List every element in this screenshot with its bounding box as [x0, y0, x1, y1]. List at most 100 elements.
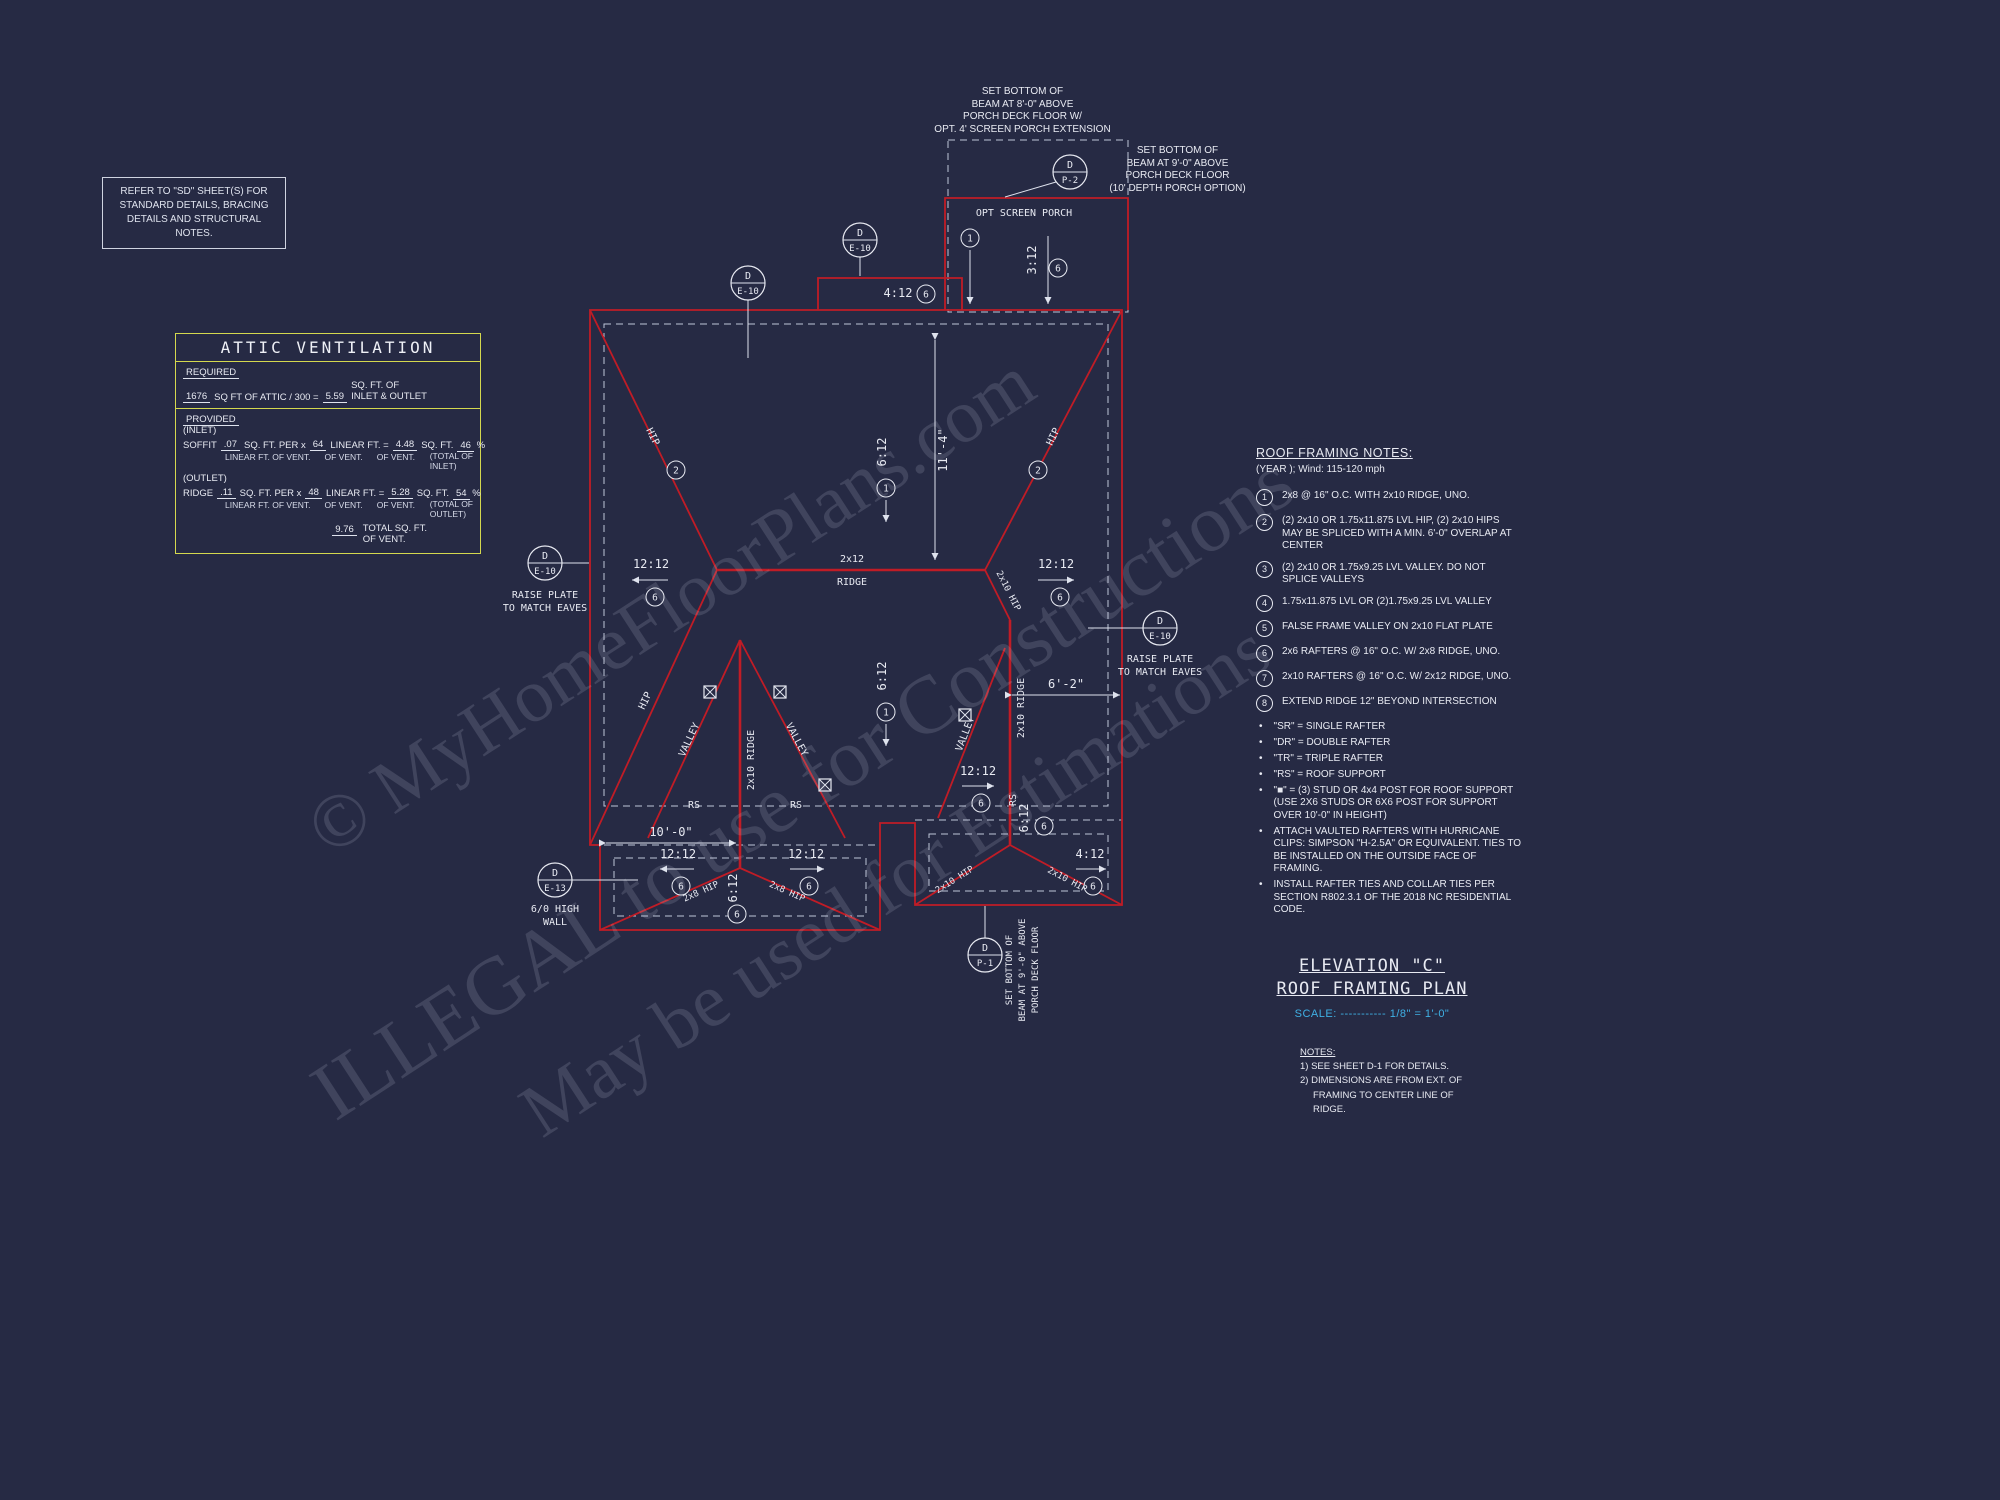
- ridge-subrow: LINEAR FT. OF VENT. OF VENT. OF VENT. (T…: [225, 499, 473, 520]
- refer-note-box: REFER TO "SD" SHEET(S) FOR STANDARD DETA…: [102, 177, 286, 249]
- beam-bottom-note: SET BOTTOM OF: [1005, 935, 1015, 1005]
- ridge-2x10-label: 2x10 RIDGE: [1016, 678, 1027, 738]
- wing-hip-left: [599, 867, 741, 931]
- svg-text:D: D: [542, 551, 548, 562]
- dim-11-4: 11'-4": [936, 428, 950, 471]
- slope-3-12: 3:12: [1025, 246, 1039, 275]
- framing-note-bullet: •"RS" = ROOF SUPPORT: [1259, 768, 1386, 780]
- detail-callout-e10: D E-10: [527, 545, 589, 581]
- main-ridge-label: 2x12: [840, 554, 864, 565]
- slope-4-12: 4:12: [1076, 847, 1105, 861]
- slope-4-12: 4:12: [884, 286, 913, 300]
- plan-annotations: OPT SCREEN PORCH RAISE PLATE TO MATCH EA…: [503, 208, 1202, 1021]
- hip-top-left: [589, 309, 718, 571]
- slope-12-12: 12:12: [660, 847, 696, 861]
- note-ref-6: 6: [978, 799, 984, 810]
- framing-notes-title: ROOF FRAMING NOTES:: [1256, 446, 1413, 460]
- svg-text:D: D: [1067, 160, 1073, 171]
- sheet-title-plan: ROOF FRAMING PLAN: [1276, 978, 1468, 999]
- framing-note-bullet: •"■" = (3) STUD OR 4x4 POST FOR ROOF SUP…: [1259, 784, 1514, 821]
- dim-6-2: 6'-2": [1048, 677, 1084, 691]
- svg-text:D: D: [745, 271, 751, 282]
- porch-hip-right: [1009, 844, 1123, 906]
- detail-callout-e10: D E-10: [730, 265, 766, 358]
- porch-beam-note-9ft: SET BOTTOM OF BEAM AT 9'-0" ABOVE PORCH …: [1109, 145, 1246, 194]
- provided-label: PROVIDED: [183, 413, 239, 426]
- framing-note-item: 3(2) 2x10 OR 1.75x9.25 LVL VALLEY. DO NO…: [1256, 560, 1522, 587]
- refer-note-line: REFER TO "SD" SHEET(S) FOR: [120, 186, 268, 197]
- sheet-title-elevation: ELEVATION "C": [1298, 956, 1446, 976]
- roof-support-label: RS: [688, 800, 700, 811]
- framing-note-bullet: •"SR" = SINGLE RAFTER: [1259, 720, 1386, 732]
- hip-lower-left: [589, 569, 718, 846]
- valley-rear: [937, 647, 1006, 819]
- note-ref-2: 2: [673, 466, 679, 477]
- refer-note-line: STANDARD DETAILS, BRACING: [119, 200, 269, 211]
- dimensions: 11'-4" 6:12 1 6:12 1 6'-2" 10'-0" 1 3:12…: [599, 228, 1120, 847]
- attic-ventilation-title: ATTIC VENTILATION: [176, 334, 480, 362]
- wing-hip-right: [739, 867, 881, 931]
- raise-plate-note: RAISE PLATE: [1127, 654, 1193, 665]
- required-row: 1676 SQ FT OF ATTIC / 300 = 5.59 SQ. FT.…: [183, 380, 473, 403]
- screen-porch-roof: [944, 197, 1129, 310]
- svg-text:D: D: [552, 868, 558, 879]
- opt-screen-porch-label: OPT SCREEN PORCH: [976, 208, 1072, 219]
- post-marker: [773, 685, 787, 699]
- roof-support-label: RS: [790, 800, 802, 811]
- high-wall-note: 6/0 HIGH: [531, 904, 579, 915]
- svg-text:E-10: E-10: [534, 567, 556, 577]
- valley-label: VALLEY: [783, 721, 810, 758]
- svg-text:E-10: E-10: [1149, 632, 1171, 642]
- svg-text:E-13: E-13: [544, 884, 566, 894]
- slope-12-12: 12:12: [788, 847, 824, 861]
- vent-total-row: 9.76 TOTAL SQ. FT. OF VENT.: [183, 523, 473, 546]
- hip-top-right: [984, 309, 1123, 571]
- title-block-notes: NOTES: 1) SEE SHEET D-1 FOR DETAILS. 2) …: [1300, 1046, 1463, 1115]
- porch-beam-note-8ft: SET BOTTOM OF BEAM AT 8'-0" ABOVE PORCH …: [934, 86, 1111, 135]
- post-marker: [703, 685, 717, 699]
- ridge-2x10-label: 2x10 RIDGE: [746, 730, 757, 790]
- porch-hip-left: [914, 844, 1011, 906]
- post-marker: [958, 708, 972, 722]
- note-ref-6: 6: [1041, 822, 1047, 833]
- ridge-row: RIDGE .11 SQ. FT. PER x 48 LINEAR FT. = …: [183, 487, 481, 501]
- roof-outline: [589, 197, 1129, 931]
- attic-ventilation-table: ATTIC VENTILATION REQUIRED 1676 SQ FT OF…: [175, 333, 486, 554]
- beam-bottom-note: BEAM AT 9'-0" ABOVE: [1018, 919, 1028, 1022]
- svg-text:D: D: [857, 228, 863, 239]
- valley-label: VALLEY: [677, 721, 702, 758]
- svg-text:P-1: P-1: [977, 959, 993, 969]
- framing-note-bullet: •"DR" = DOUBLE RAFTER: [1259, 736, 1391, 748]
- note-ref-6: 6: [1055, 264, 1061, 275]
- note-ref-6: 6: [923, 290, 929, 301]
- soffit-row: SOFFIT .07 SQ. FT. PER x 64 LINEAR FT. =…: [183, 438, 486, 452]
- svg-text:P-2: P-2: [1062, 176, 1078, 186]
- detail-callout-e10: D E-10: [1088, 610, 1178, 646]
- framing-notes-subtitle: (YEAR ); Wind: 115-120 mph: [1256, 463, 1385, 475]
- framing-note-bullet: •ATTACH VAULTED RAFTERS WITH HURRICANE C…: [1259, 825, 1522, 875]
- framing-note-bullet: •INSTALL RAFTER TIES AND COLLAR TIES PER…: [1259, 879, 1511, 916]
- note-ref-1: 1: [883, 484, 889, 495]
- framing-note-item: 2(2) 2x10 OR 1.75x11.875 LVL HIP, (2) 2x…: [1256, 514, 1522, 553]
- valley-left: [647, 639, 741, 839]
- slope-labels: 12:12 6 12:12 6 12:12 6 12:12 6 12:12 6 …: [632, 284, 1106, 924]
- main-ridge-label: RIDGE: [837, 577, 867, 588]
- slope-6-12: 6:12: [1017, 804, 1031, 833]
- detail-callouts: D E-10 D E-10 D P-2 D E-10 D E-10: [527, 154, 1178, 973]
- note-ref-1: 1: [967, 234, 973, 245]
- note-ref-2: 2: [1035, 466, 1041, 477]
- slope-6-12-lower: 6:12: [875, 662, 889, 691]
- hip-label: HIP: [637, 690, 655, 711]
- slope-6-12: 6:12: [726, 874, 740, 903]
- detail-callout-p1: D P-1: [967, 906, 1003, 973]
- scale-note: SCALE: ----------- 1/8" = 1'-0": [1294, 1007, 1450, 1020]
- svg-text:D: D: [982, 943, 988, 954]
- inlet-label: (INLET): [183, 424, 217, 436]
- raise-plate-note: RAISE PLATE: [512, 590, 578, 601]
